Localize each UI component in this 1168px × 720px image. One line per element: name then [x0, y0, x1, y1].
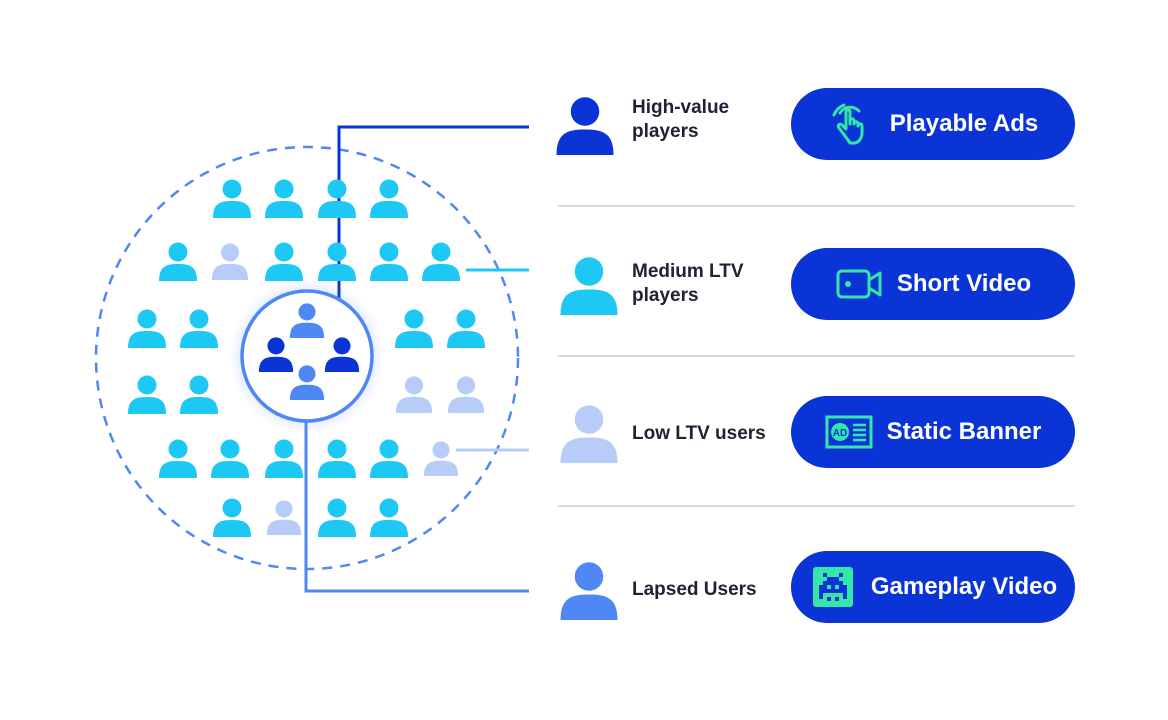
core-person-lapsed-icon: [289, 365, 325, 400]
crowd-person-medium-icon: [265, 179, 303, 218]
medium-ltv-person-icon: [560, 257, 618, 315]
crowd-person-low-icon: [447, 376, 485, 413]
core-group: [258, 303, 360, 400]
crowd-person-medium-icon: [265, 242, 303, 281]
video-camera-icon: [836, 269, 882, 299]
lapsed-person-icon: [560, 562, 618, 620]
crowd-group: [128, 179, 485, 537]
crowd-person-medium-icon: [370, 179, 408, 218]
crowd-person-medium-icon: [180, 375, 218, 414]
crowd-person-low-icon: [211, 243, 249, 280]
crowd-person-medium-icon: [422, 242, 460, 281]
playable-ads-label: Playable Ads: [889, 110, 1039, 137]
svg-text:AD: AD: [832, 428, 846, 439]
high-value-person-icon: [556, 97, 614, 155]
crowd-person-medium-icon: [213, 179, 251, 218]
crowd-person-medium-icon: [447, 309, 485, 348]
core-person-high-icon: [324, 337, 360, 372]
gameplay-video-label: Gameplay Video: [870, 573, 1058, 600]
crowd-person-low-icon: [395, 376, 433, 413]
segment-label-low-ltv: Low LTV users: [632, 423, 766, 444]
connector-lapsed: [304, 420, 529, 593]
crowd-person-medium-icon: [128, 309, 166, 348]
playable-ads-button[interactable]: Playable Ads: [791, 88, 1075, 160]
crowd-person-medium-icon: [370, 498, 408, 537]
segment-label-medium-ltv: Medium LTV players: [632, 261, 744, 306]
static-banner-button[interactable]: AD Static Banner: [791, 396, 1075, 468]
short-video-label: Short Video: [896, 270, 1032, 297]
game-invader-icon: [812, 567, 853, 607]
crowd-person-low-icon: [423, 441, 459, 476]
crowd-person-medium-icon: [213, 498, 251, 537]
gameplay-video-button[interactable]: Gameplay Video: [791, 551, 1075, 623]
crowd-person-low-icon: [266, 500, 302, 535]
crowd-person-medium-icon: [159, 242, 197, 281]
crowd-person-medium-icon: [395, 309, 433, 348]
crowd-person-medium-icon: [180, 309, 218, 348]
row-dividers: [558, 205, 1075, 507]
crowd-person-medium-icon: [318, 179, 356, 218]
crowd-person-medium-icon: [211, 439, 249, 478]
ad-banner-icon: AD: [825, 415, 873, 449]
segment-label-lapsed: Lapsed Users: [632, 579, 757, 600]
crowd-person-medium-icon: [370, 242, 408, 281]
short-video-button[interactable]: Short Video: [791, 248, 1075, 320]
crowd-person-medium-icon: [370, 439, 408, 478]
static-banner-label: Static Banner: [886, 418, 1042, 445]
core-person-lapsed-icon: [289, 303, 325, 338]
core-person-high-icon: [258, 337, 294, 372]
crowd-person-medium-icon: [159, 439, 197, 478]
core-circle: [240, 289, 374, 423]
low-ltv-person-icon: [560, 405, 618, 463]
crowd-person-medium-icon: [265, 439, 303, 478]
crowd-person-medium-icon: [318, 498, 356, 537]
crowd-person-medium-icon: [318, 439, 356, 478]
crowd-person-medium-icon: [318, 242, 356, 281]
tap-hand-icon: [832, 103, 864, 145]
legend-person-icons: [556, 97, 618, 620]
segment-label-high-value: High-value players: [632, 97, 730, 142]
crowd-person-medium-icon: [128, 375, 166, 414]
